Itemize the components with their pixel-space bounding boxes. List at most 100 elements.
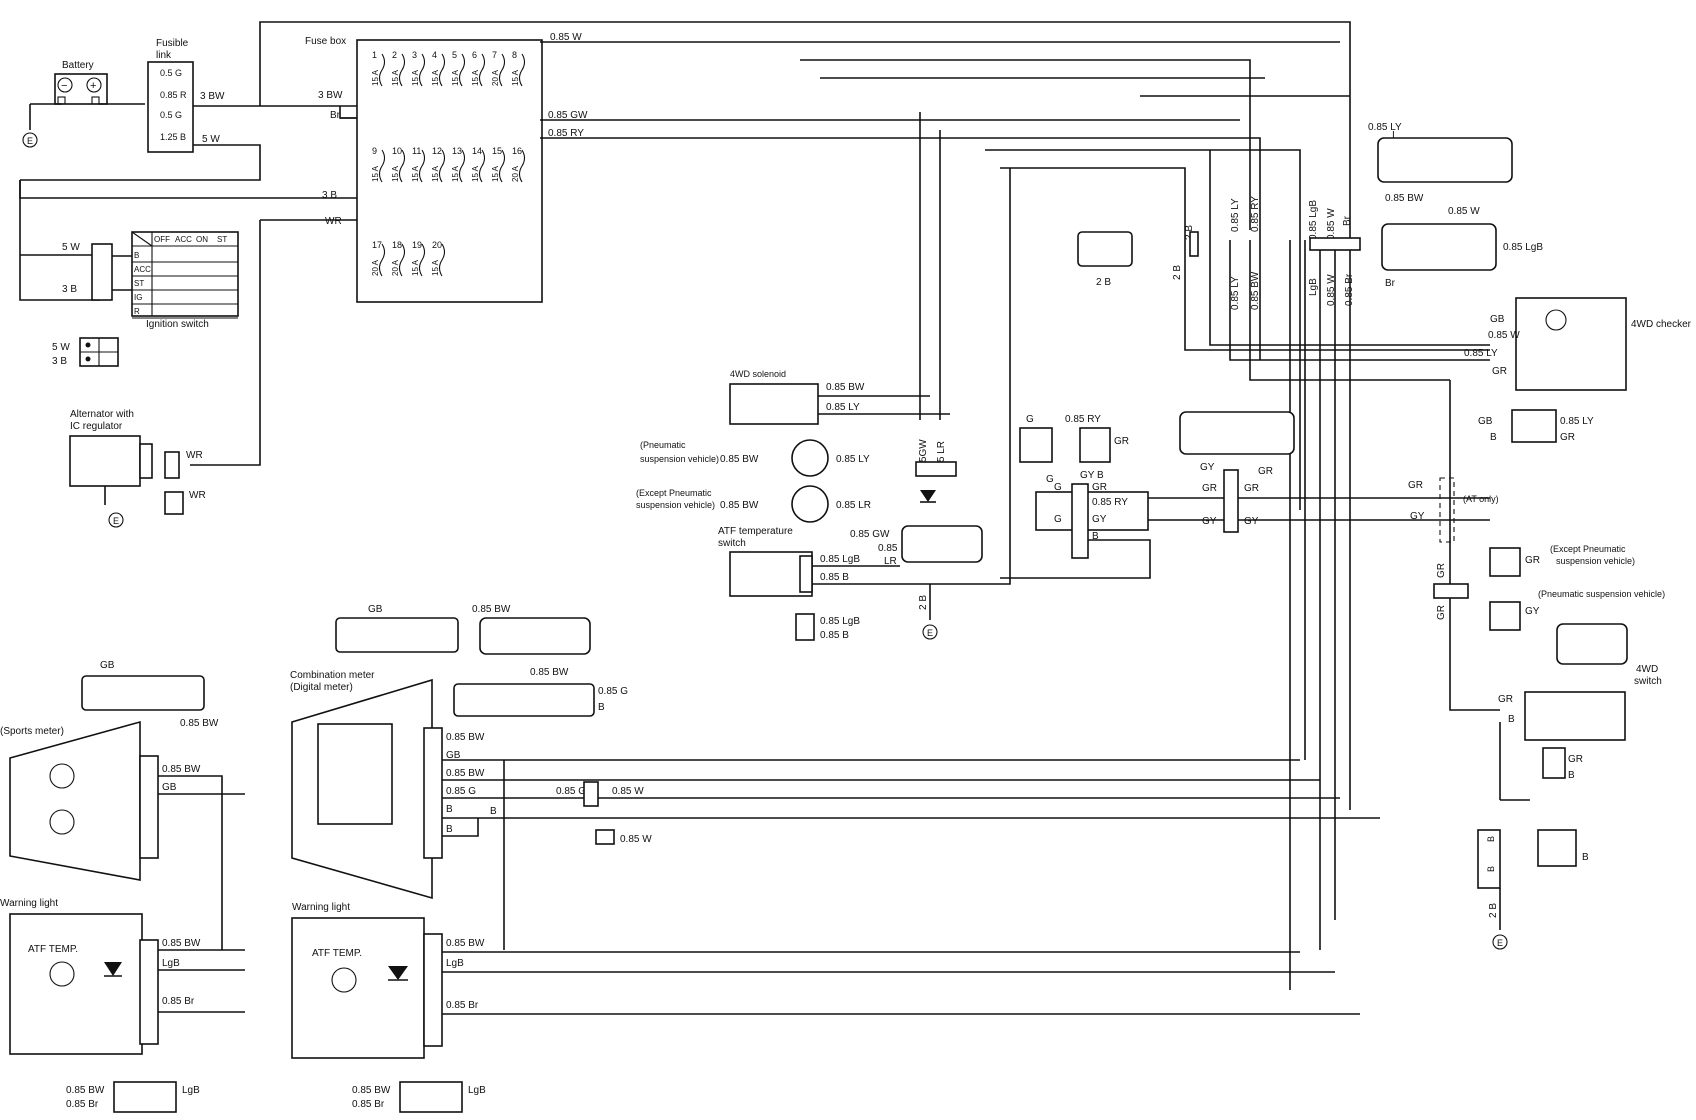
svg-text:0.85 BW: 0.85 BW bbox=[162, 764, 201, 775]
fuse-r1-number: 2 bbox=[392, 50, 397, 60]
svg-text:0.85 BW: 0.85 BW bbox=[446, 732, 485, 743]
connector-bw-mid: 0.85 BW bbox=[472, 604, 591, 655]
svg-text:GR: GR bbox=[1492, 366, 1507, 377]
svg-text:GY B: GY B bbox=[1080, 470, 1104, 481]
svg-text:B: B bbox=[1486, 836, 1496, 842]
fuse-r2-rating: 15 A bbox=[451, 165, 460, 182]
fuse-r1-symbol bbox=[478, 53, 486, 87]
svg-text:(Except Pneumatic: (Except Pneumatic bbox=[636, 488, 712, 498]
sports-meter: (Sports meter) 0.85 BW GB bbox=[0, 720, 201, 881]
svg-text:GY: GY bbox=[1200, 462, 1215, 473]
fuse-r2-number: 11 bbox=[412, 146, 421, 156]
ignition-row-label: B bbox=[134, 251, 139, 260]
ignition-col-label: ACC bbox=[175, 235, 192, 244]
svg-text:ATF TEMP.: ATF TEMP. bbox=[312, 948, 362, 959]
fuse-r2-symbol bbox=[398, 149, 406, 183]
svg-text:WR: WR bbox=[325, 216, 342, 227]
svg-text:GR: GR bbox=[1244, 483, 1259, 494]
svg-text:GR: GR bbox=[1092, 482, 1107, 493]
svg-text:0.85 BW: 0.85 BW bbox=[1385, 193, 1424, 204]
fuse-r3-symbol bbox=[418, 243, 426, 277]
svg-text:Br: Br bbox=[1385, 278, 1396, 289]
fuse-r2-number: 14 bbox=[472, 146, 482, 156]
svg-text:switch: switch bbox=[718, 538, 746, 549]
svg-text:Warning light: Warning light bbox=[0, 898, 58, 909]
fuse-r1-symbol bbox=[458, 53, 466, 87]
svg-text:E: E bbox=[1497, 938, 1503, 948]
svg-text:LgB: LgB bbox=[162, 958, 180, 969]
fuse-r2-rating: 15 A bbox=[471, 165, 480, 182]
svg-text:0.85 B: 0.85 B bbox=[820, 630, 849, 641]
svg-text:0.85 RY: 0.85 RY bbox=[1092, 497, 1128, 508]
fuse-r3-rating: 15 A bbox=[431, 259, 440, 276]
fuse-r1-rating: 15 A bbox=[511, 69, 520, 86]
fuse-r2-number: 15 bbox=[492, 146, 502, 156]
label-085lr-vert: 0.85 LR bbox=[936, 441, 947, 476]
svg-text:0.85 BW: 0.85 BW bbox=[1250, 271, 1261, 310]
svg-text:2 B: 2 B bbox=[918, 595, 929, 610]
svg-text:0.85 G: 0.85 G bbox=[556, 786, 586, 797]
svg-text:5 W: 5 W bbox=[62, 242, 80, 253]
atf-plug: 0.85 LgB 0.85 B bbox=[795, 613, 860, 641]
svg-text:0.85 BW: 0.85 BW bbox=[446, 938, 485, 949]
fuse-r2-rating: 15 A bbox=[491, 165, 500, 182]
svg-text:0.85 G: 0.85 G bbox=[598, 686, 628, 697]
svg-text:suspension vehicle): suspension vehicle) bbox=[1556, 556, 1635, 566]
fuse-r2-number: 13 bbox=[452, 146, 462, 156]
svg-text:GB: GB bbox=[1478, 416, 1493, 427]
connector-gw-lr bbox=[915, 461, 957, 477]
battery-ground-symbol: E bbox=[22, 104, 38, 148]
svg-text:B: B bbox=[446, 824, 453, 835]
svg-text:GB: GB bbox=[368, 604, 383, 615]
fuse-r3-rating: 20 A bbox=[371, 259, 380, 276]
fuse-r3-number: 19 bbox=[412, 240, 422, 250]
fuse-r1-number: 1 bbox=[372, 50, 377, 60]
fuse-r2-symbol bbox=[418, 149, 426, 183]
fuse-r1-symbol bbox=[438, 53, 446, 87]
4wd-switch: 4WD switch GR B bbox=[1498, 623, 1662, 741]
fuse-r1-rating: 15 A bbox=[371, 69, 380, 86]
svg-text:0.85 BW: 0.85 BW bbox=[472, 604, 511, 615]
pneumatic-connector: (Pneumatic suspension vehicle) 0.85 BW 0… bbox=[640, 439, 870, 477]
fuse-r3-number: 18 bbox=[392, 240, 402, 250]
label-3bw-fusible: 3 BW bbox=[200, 91, 225, 102]
svg-text:E: E bbox=[927, 628, 933, 638]
svg-text:0.85 BW: 0.85 BW bbox=[446, 768, 485, 779]
svg-text:(Pneumatic suspension vehicle): (Pneumatic suspension vehicle) bbox=[1538, 589, 1665, 599]
connector-gb-mid: GB bbox=[335, 604, 459, 653]
svg-text:0.5 G: 0.5 G bbox=[160, 110, 182, 120]
fuse-r2-rating: 15 A bbox=[371, 165, 380, 182]
fuse-r3-number: 17 bbox=[372, 240, 382, 250]
svg-text:0.85 LY: 0.85 LY bbox=[826, 402, 860, 413]
connector-g-g: G G bbox=[1019, 414, 1054, 485]
svg-text:1.25 B: 1.25 B bbox=[160, 132, 186, 142]
connector-gb-left: GB 0.85 BW bbox=[81, 660, 219, 729]
svg-text:0.85 W: 0.85 W bbox=[1448, 206, 1480, 217]
ignition-row-label: ST bbox=[134, 279, 144, 288]
fuse-r2-rating: 15 A bbox=[391, 165, 400, 182]
svg-text:Ignition switch: Ignition switch bbox=[146, 319, 209, 330]
svg-text:2 B: 2 B bbox=[1172, 265, 1183, 280]
svg-text:0.85 BW: 0.85 BW bbox=[720, 500, 759, 511]
svg-text:(Sports meter): (Sports meter) bbox=[0, 726, 64, 737]
label-gr-vert-right: GR bbox=[1436, 563, 1447, 578]
svg-text:GB: GB bbox=[446, 750, 461, 761]
svg-text:(Digital meter): (Digital meter) bbox=[290, 682, 353, 693]
svg-text:(Except Pneumatic: (Except Pneumatic bbox=[1550, 544, 1626, 554]
label-5w-fusible: 5 W bbox=[202, 134, 220, 145]
warning-plug-left: 0.85 BW 0.85 Br LgB bbox=[66, 1081, 200, 1113]
svg-text:0.85 LgB: 0.85 LgB bbox=[1503, 242, 1543, 253]
warning-light-mid: Warning light ATF TEMP. 0.85 BW LgB 0.85… bbox=[291, 902, 485, 1059]
svg-text:4WD: 4WD bbox=[1636, 664, 1658, 675]
ground-connector-right: B B B 2 B E bbox=[1477, 829, 1589, 950]
fuse-r2-symbol bbox=[498, 149, 506, 183]
svg-text:G: G bbox=[1046, 474, 1054, 485]
4wd-solenoid: 4WD solenoid 0.85 BW 0.85 LY bbox=[729, 369, 865, 425]
fuse-r1-rating: 15 A bbox=[451, 69, 460, 86]
svg-text:E: E bbox=[27, 136, 33, 146]
fuse-r1-symbol bbox=[378, 53, 386, 87]
